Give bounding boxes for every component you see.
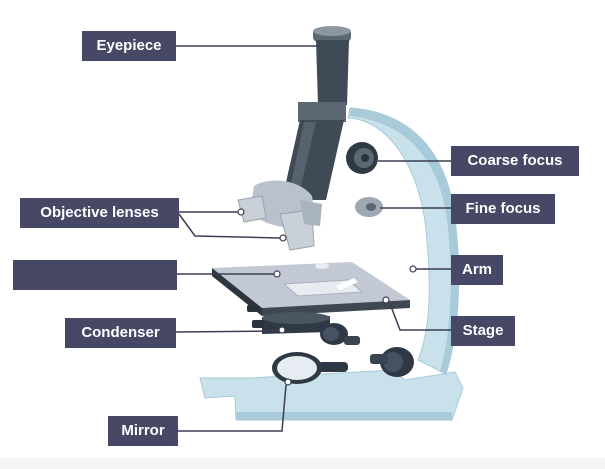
label-condenser: Condenser [65,318,176,348]
mirror-axle [318,362,348,372]
base-foot-shadow [236,412,452,420]
label-fine-focus: Fine focus [451,194,555,224]
stage-front [212,268,262,316]
eyepiece-tube [316,40,349,105]
arm-dot [409,265,417,273]
condenser-axle [344,336,360,345]
condenser-lever-bottom [252,320,264,328]
stage-edge-dot [382,296,390,304]
leader-objective-right [178,213,281,239]
condenser-ring [262,312,330,324]
body-tube-highlight [288,122,316,198]
condenser-dot [278,326,286,334]
label-stage: Stage [451,316,515,346]
mirror-glass [277,356,317,380]
label-mirror: Mirror [108,416,178,446]
lower-axle [370,354,388,364]
condenser-lever-top [247,305,259,312]
arm-shadow [350,108,459,374]
stage-dot [273,270,281,278]
leader-lines [175,45,451,432]
label-objective-lenses: Objective lenses [20,198,179,228]
leader-condenser [175,330,280,333]
fine-focus-center [366,203,376,211]
leader-mirror [178,384,287,432]
mirror-dot [284,378,292,386]
label-eyepiece: Eyepiece [82,31,176,61]
stage-clip [336,278,358,290]
label-arm: Arm [451,255,503,285]
body-tube-collar [298,102,346,122]
microscope-base [199,369,464,421]
objective-left-dot [237,208,245,216]
objective-back [300,200,322,226]
label-coarse-focus: Coarse focus [451,146,579,176]
eyepiece-lens [313,26,351,36]
label-hidden [13,260,177,290]
specimen [315,263,329,269]
coarse-focus-center [361,154,369,162]
objective-right-dot [279,234,287,242]
leader-stage [388,300,451,331]
stage-side [262,300,410,316]
condenser-knob-face [323,327,339,341]
footer-strip [0,458,605,469]
